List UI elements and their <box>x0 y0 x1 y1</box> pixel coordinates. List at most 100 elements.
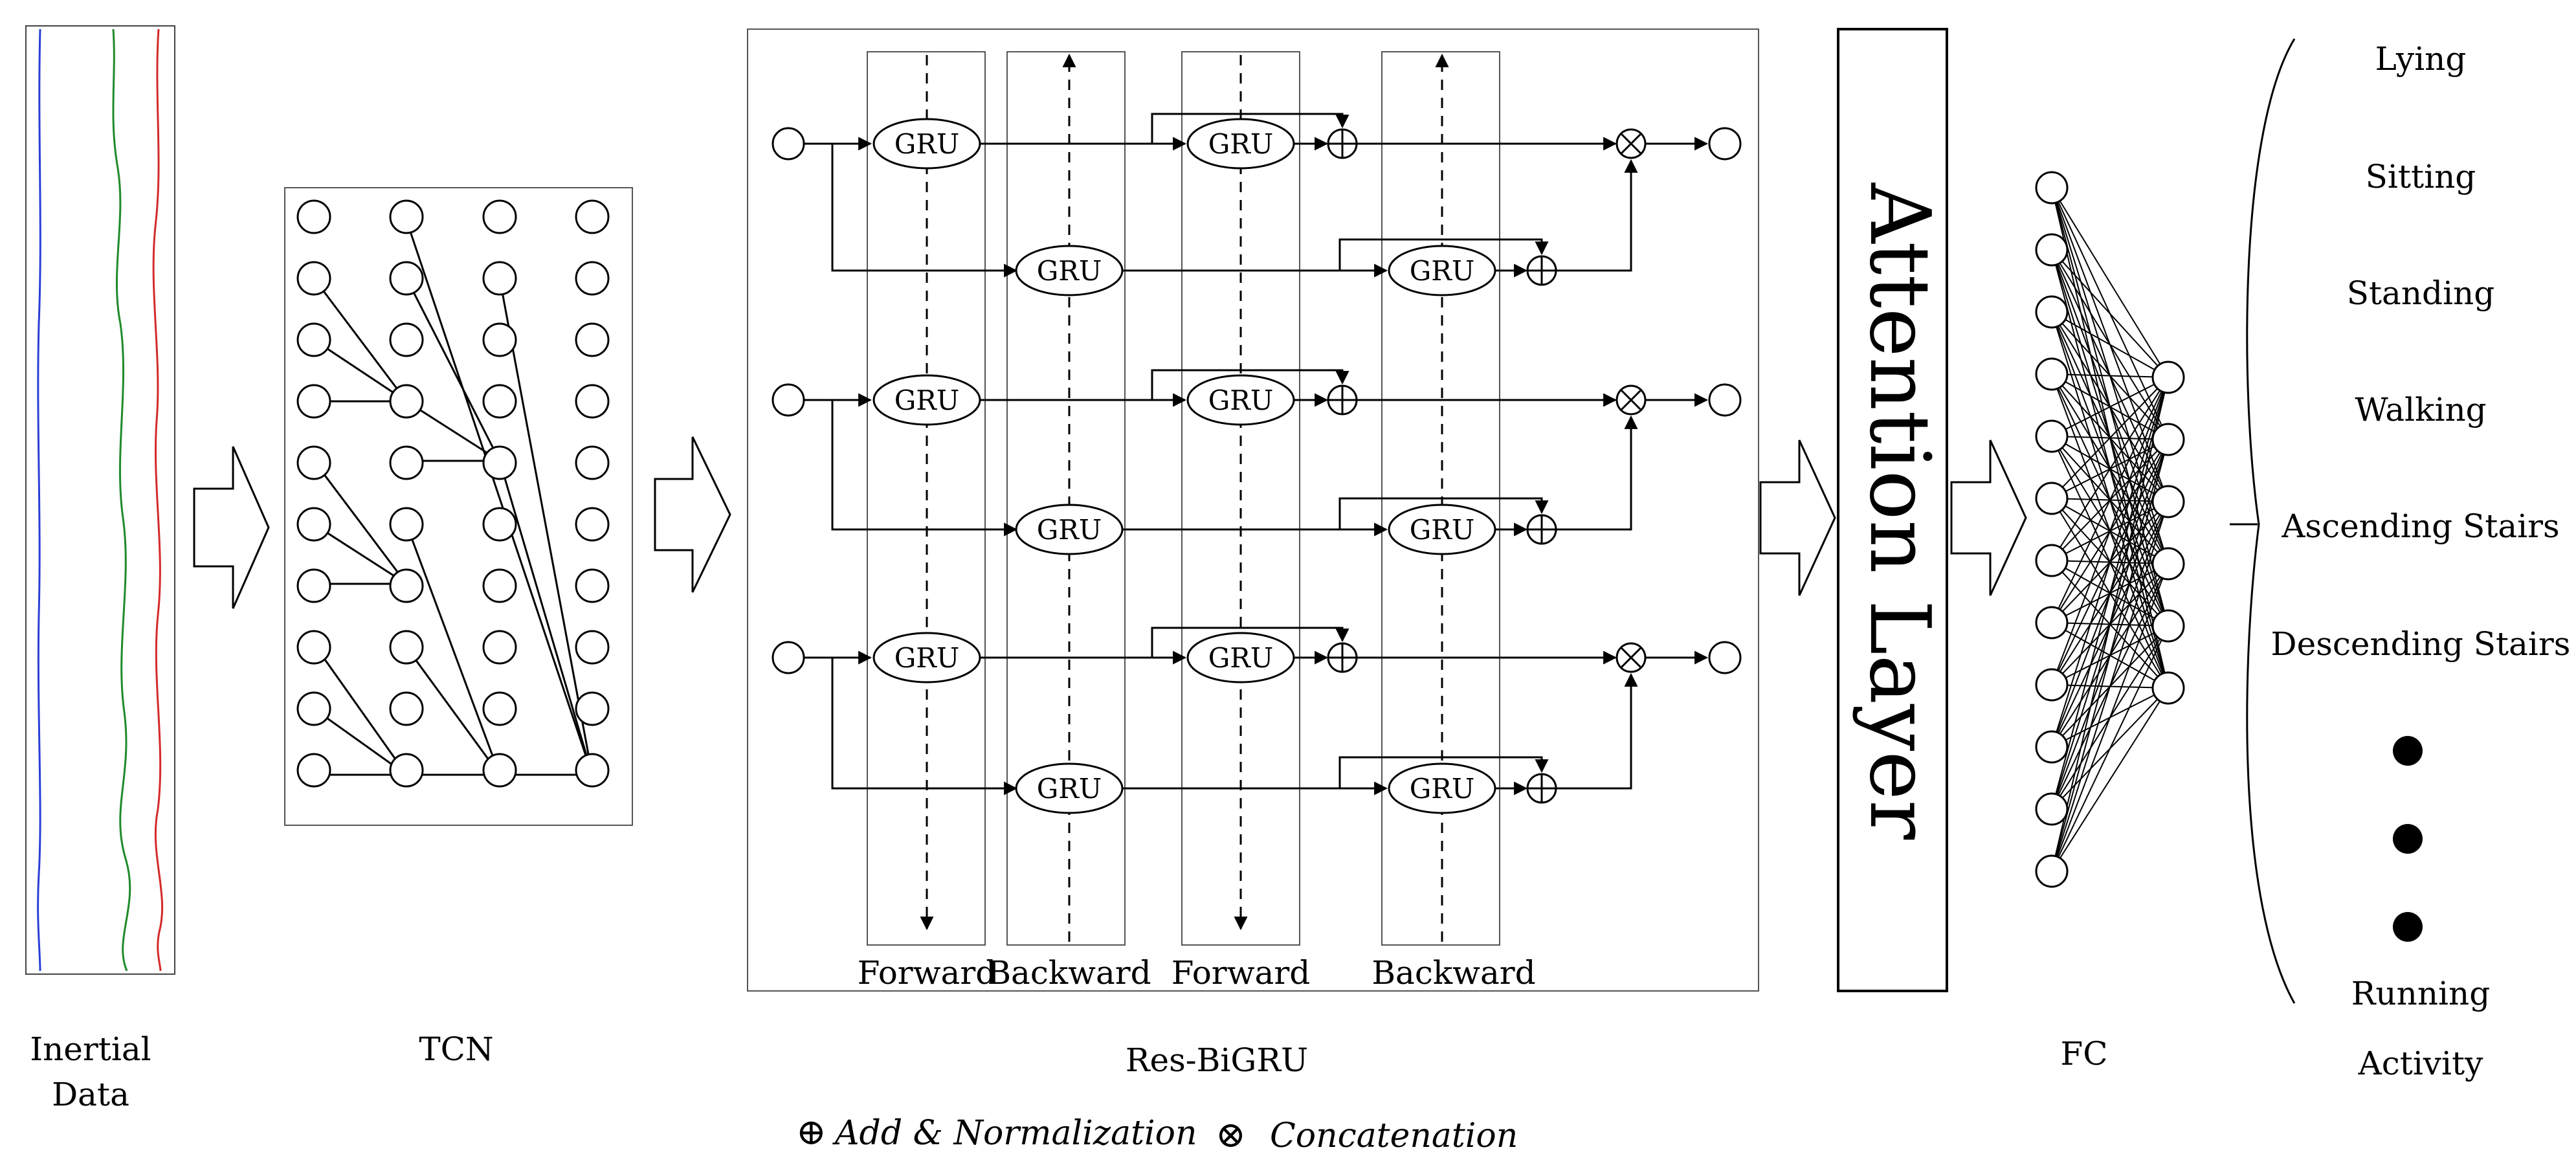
fc-output-node <box>2151 609 2185 643</box>
tcn-node <box>482 691 517 726</box>
fc-edge <box>2051 563 2169 872</box>
gru-cell: GRU <box>1186 374 1295 426</box>
direction-label: Backward <box>1371 954 1535 992</box>
tcn-node <box>389 691 424 726</box>
tcn-node <box>482 568 517 603</box>
res-bigru-frame <box>747 28 1759 992</box>
concatenation-node <box>1616 642 1647 673</box>
activity-item: Sitting <box>2366 158 2476 195</box>
fc-edge <box>2051 377 2169 872</box>
fc-edge <box>2051 687 2169 872</box>
tcn-node <box>575 445 610 480</box>
activity-item: Descending Stairs <box>2271 625 2571 663</box>
gru-cell: GRU <box>1388 245 1496 296</box>
tcn-node <box>575 630 610 665</box>
attention-layer-label: Attention Layer <box>1851 183 1948 840</box>
fc-output-node <box>2151 485 2185 518</box>
connection-arrow <box>1151 369 1349 400</box>
tcn-node <box>296 384 331 419</box>
connection-arrow <box>1151 627 1349 658</box>
tcn-node <box>575 691 610 726</box>
fc-edge <box>2051 377 2169 499</box>
activity-item: Standing <box>2347 274 2495 312</box>
activity-brace <box>2246 38 2296 1004</box>
fc-edge <box>2051 311 2169 378</box>
tcn-node <box>575 322 610 357</box>
add-normalization-text: Add & Normalization <box>832 1114 1197 1153</box>
input-node <box>772 641 805 674</box>
connection-arrow <box>831 400 1018 537</box>
tcn-node <box>296 568 331 603</box>
tcn-node <box>389 507 424 542</box>
gru-cell: GRU <box>1186 118 1295 170</box>
fc-output-node <box>2151 547 2185 581</box>
fc-connections <box>2051 187 2169 872</box>
add-normalization-node <box>1327 128 1358 159</box>
fc-edge <box>2051 501 2169 872</box>
tcn-node <box>575 261 610 296</box>
connection-arrow <box>1338 756 1549 788</box>
fc-label: FC <box>2061 1035 2108 1073</box>
add-normalization-node <box>1526 255 1557 286</box>
connection-arrow <box>831 144 1018 278</box>
fc-edge <box>2051 439 2169 872</box>
fc-edge <box>2051 373 2169 378</box>
flow-arrow <box>193 446 270 609</box>
activity-item: Running <box>2351 975 2490 1012</box>
tcn-node <box>482 199 517 234</box>
add-normalization-node <box>1526 773 1557 804</box>
backward-column <box>1006 51 1126 946</box>
connection-arrow <box>1556 415 1638 531</box>
activity-label: Activity <box>2358 1045 2484 1082</box>
tcn-node <box>389 630 424 665</box>
fc-input-node <box>2035 854 2069 888</box>
tcn-node <box>575 199 610 234</box>
red-signal-line <box>152 28 164 972</box>
tcn-node <box>575 507 610 542</box>
fc-edge <box>2051 187 2169 378</box>
connection-arrow <box>831 658 1018 795</box>
direction-label: Forward <box>1171 954 1310 992</box>
output-node <box>1708 383 1742 417</box>
add-normalization-symbol: ⊕ <box>796 1111 827 1153</box>
gru-label: GRU <box>1208 128 1274 160</box>
gru-cell: GRU <box>1186 632 1295 684</box>
fc-edge <box>2051 377 2169 437</box>
add-normalization-node <box>1327 384 1358 416</box>
input-node <box>772 383 805 417</box>
tcn-node <box>482 507 517 542</box>
tcn-node <box>389 568 424 603</box>
fc-input-node <box>2035 668 2069 702</box>
fc-output-node <box>2151 423 2185 456</box>
tcn-node <box>389 753 424 788</box>
res-bigru-label: Res-BiGRU <box>1126 1041 1308 1079</box>
tcn-node <box>296 691 331 726</box>
gru-cell: GRU <box>1388 762 1496 814</box>
gru-label: GRU <box>1208 642 1274 674</box>
gru-cell: GRU <box>1388 504 1496 555</box>
legend: ⊕ Add & Normalization ⊗ Concatenation <box>796 1111 1518 1156</box>
fc-output-node <box>2151 361 2185 394</box>
tcn-node <box>296 261 331 296</box>
tcn-nodes <box>296 199 610 788</box>
gru-cell: GRU <box>872 632 981 684</box>
fc-input-node <box>2035 419 2069 453</box>
green-signal-line <box>112 28 131 972</box>
blue-signal-line <box>37 28 41 972</box>
more-activities-dots <box>2393 736 2423 942</box>
fc-output-node <box>2151 671 2185 705</box>
connection-arrow <box>1556 159 1638 272</box>
gru-label: GRU <box>1208 384 1274 416</box>
tcn-node <box>389 384 424 419</box>
inertial-data-panel <box>25 25 175 975</box>
gru-label: GRU <box>1037 773 1102 805</box>
forward-column <box>1181 51 1300 946</box>
fc-edge <box>2051 249 2169 378</box>
flow-arrow <box>1950 439 2027 596</box>
tcn-node <box>482 630 517 665</box>
concatenation-node <box>1616 128 1647 159</box>
tcn-node <box>296 507 331 542</box>
inertial-label-line1: Inertial <box>30 1030 151 1068</box>
